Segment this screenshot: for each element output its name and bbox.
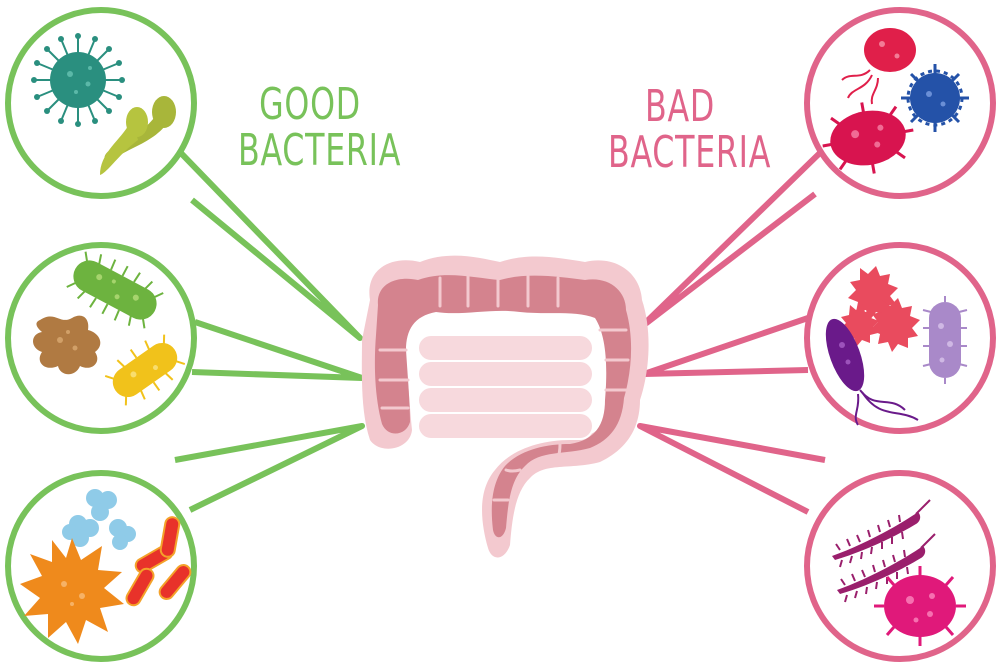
- good-connector-bottom: [174, 423, 365, 513]
- yellow-bacillus-icon: [104, 334, 186, 406]
- good-connector-top: [175, 147, 363, 341]
- bad-connector-bottom: [637, 423, 826, 515]
- virus-teal-icon: [31, 33, 125, 127]
- magenta-virus-icon: [874, 566, 966, 646]
- coral-spiky-cluster-icon: [840, 266, 920, 352]
- red-flagellate-icon: [841, 28, 916, 105]
- small-intestine: [417, 334, 594, 440]
- good-connector-middle: [191, 319, 365, 381]
- sperm-shaped-green-bacteria-icon: [100, 96, 176, 175]
- bad-bacteria-label: BAD BACTERIA: [608, 81, 772, 179]
- intestine-illustration: [361, 255, 649, 558]
- lavender-bacillus-icon: [922, 296, 968, 384]
- green-bacillus-icon: [66, 251, 164, 329]
- bad-bacteria-label-line2: BACTERIA: [608, 127, 772, 179]
- good-bacteria-label-line1: GOOD: [259, 79, 361, 130]
- crimson-spiky-bacteria-icon: [822, 102, 914, 174]
- blue-virus-icon: [901, 64, 969, 132]
- orange-spiky-virus-icon: [20, 538, 124, 644]
- bad-connectors: [637, 145, 828, 515]
- red-rod-bacteria-icon: [125, 516, 192, 607]
- purple-flagellate-icon: [825, 318, 919, 426]
- intestine-segments: [378, 274, 630, 502]
- good-connectors: [174, 147, 365, 513]
- brown-amoeba-icon: [33, 315, 101, 375]
- good-bacteria-label: GOOD BACTERIA: [238, 79, 402, 177]
- large-intestine-inner: [374, 275, 632, 538]
- good-bacteria-label-line2: BACTERIA: [238, 125, 402, 177]
- blue-cocci-cluster-icon: [62, 489, 136, 550]
- bad-connector-middle: [641, 315, 809, 377]
- purple-worm-bacteria-icon: [832, 499, 936, 603]
- bad-bacteria-label-line1: BAD: [645, 81, 715, 132]
